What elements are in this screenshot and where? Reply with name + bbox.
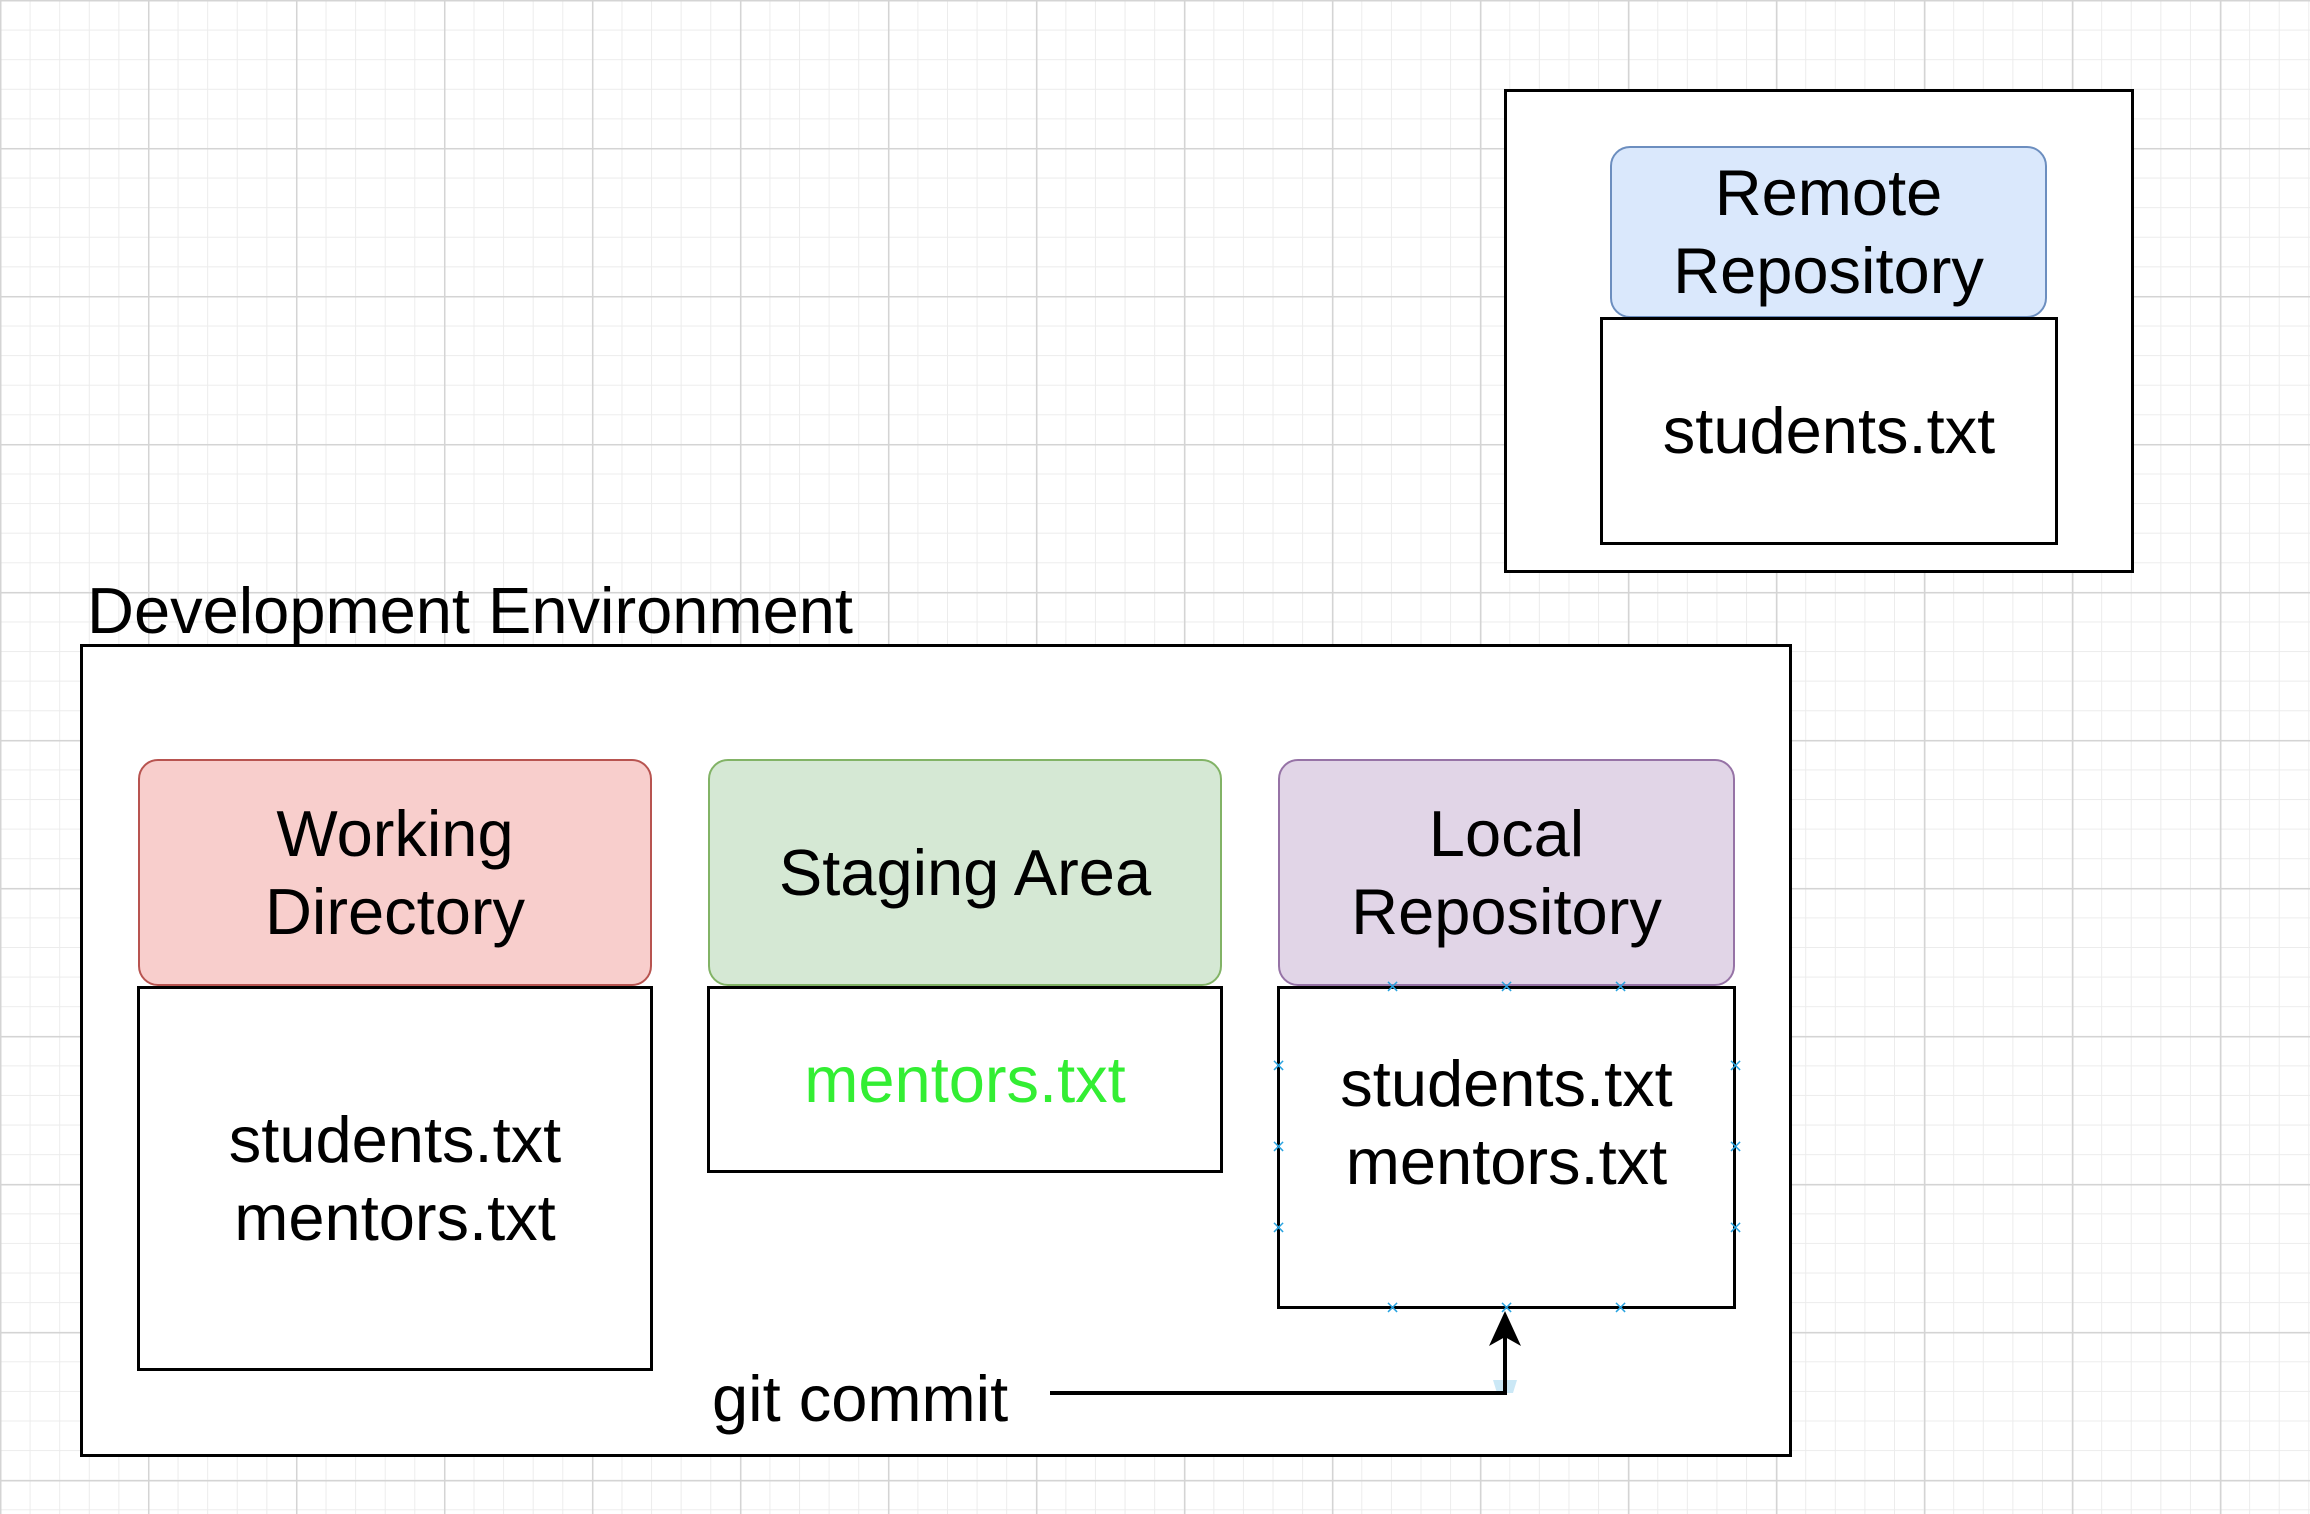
selection-handle-icon[interactable]: × — [1499, 976, 1515, 997]
commit-arrowhead-icon — [1489, 1311, 1521, 1346]
selection-handle-icon[interactable]: × — [1728, 1136, 1744, 1157]
git-commit-label: git commit — [712, 1362, 1009, 1435]
commit-arrow-line — [1050, 1320, 1507, 1395]
local-file-list: students.txt mentors.txt — [1340, 1045, 1672, 1201]
selection-handle-icon[interactable]: × — [1613, 1297, 1629, 1318]
remote-file-item: students.txt — [1662, 394, 1996, 467]
development-environment-title: Development Environment — [87, 574, 853, 647]
selection-handle-icon[interactable]: × — [1613, 976, 1629, 997]
selection-handle-icon[interactable]: × — [1728, 1055, 1744, 1076]
staging-file-list: mentors.txt — [804, 1041, 1125, 1119]
working-directory-header-label: Working Directory — [264, 796, 526, 948]
remote-repository-header-label: Remote Repository — [1673, 156, 1984, 307]
local-file-item: students.txt — [1340, 1046, 1673, 1120]
staging-file-item: mentors.txt — [804, 1042, 1126, 1116]
remote-repository-header[interactable]: Remote Repository — [1610, 146, 2047, 318]
remote-repository-files[interactable]: students.txt — [1600, 317, 2058, 545]
remote-file-list: students.txt — [1663, 392, 1995, 470]
working-directory-header[interactable]: Working Directory — [138, 759, 652, 986]
selection-handle-icon[interactable]: × — [1271, 1217, 1287, 1238]
working-file-item: students.txt — [228, 1102, 562, 1176]
local-repository-header[interactable]: Local Repository — [1278, 759, 1735, 986]
working-file-list: students.txt mentors.txt — [229, 1101, 561, 1257]
selection-handle-icon[interactable]: × — [1385, 1297, 1401, 1318]
selection-handle-icon[interactable]: × — [1385, 976, 1401, 997]
staging-area-header[interactable]: Staging Area — [708, 759, 1222, 986]
selection-handle-icon[interactable]: × — [1499, 1297, 1515, 1318]
local-repository-header-label: Local Repository — [1351, 796, 1662, 948]
working-directory-files[interactable]: students.txt mentors.txt — [137, 986, 653, 1371]
local-repository-files[interactable]: students.txt mentors.txt — [1277, 986, 1736, 1309]
selection-handle-icon[interactable]: × — [1728, 1217, 1744, 1238]
staging-area-header-label: Staging Area — [778, 835, 1152, 909]
working-file-item: mentors.txt — [234, 1180, 556, 1254]
selection-handle-icon[interactable]: × — [1271, 1055, 1287, 1076]
selection-handle-icon[interactable]: × — [1271, 1136, 1287, 1157]
staging-area-files[interactable]: mentors.txt — [707, 986, 1223, 1173]
local-file-item: mentors.txt — [1345, 1124, 1668, 1198]
